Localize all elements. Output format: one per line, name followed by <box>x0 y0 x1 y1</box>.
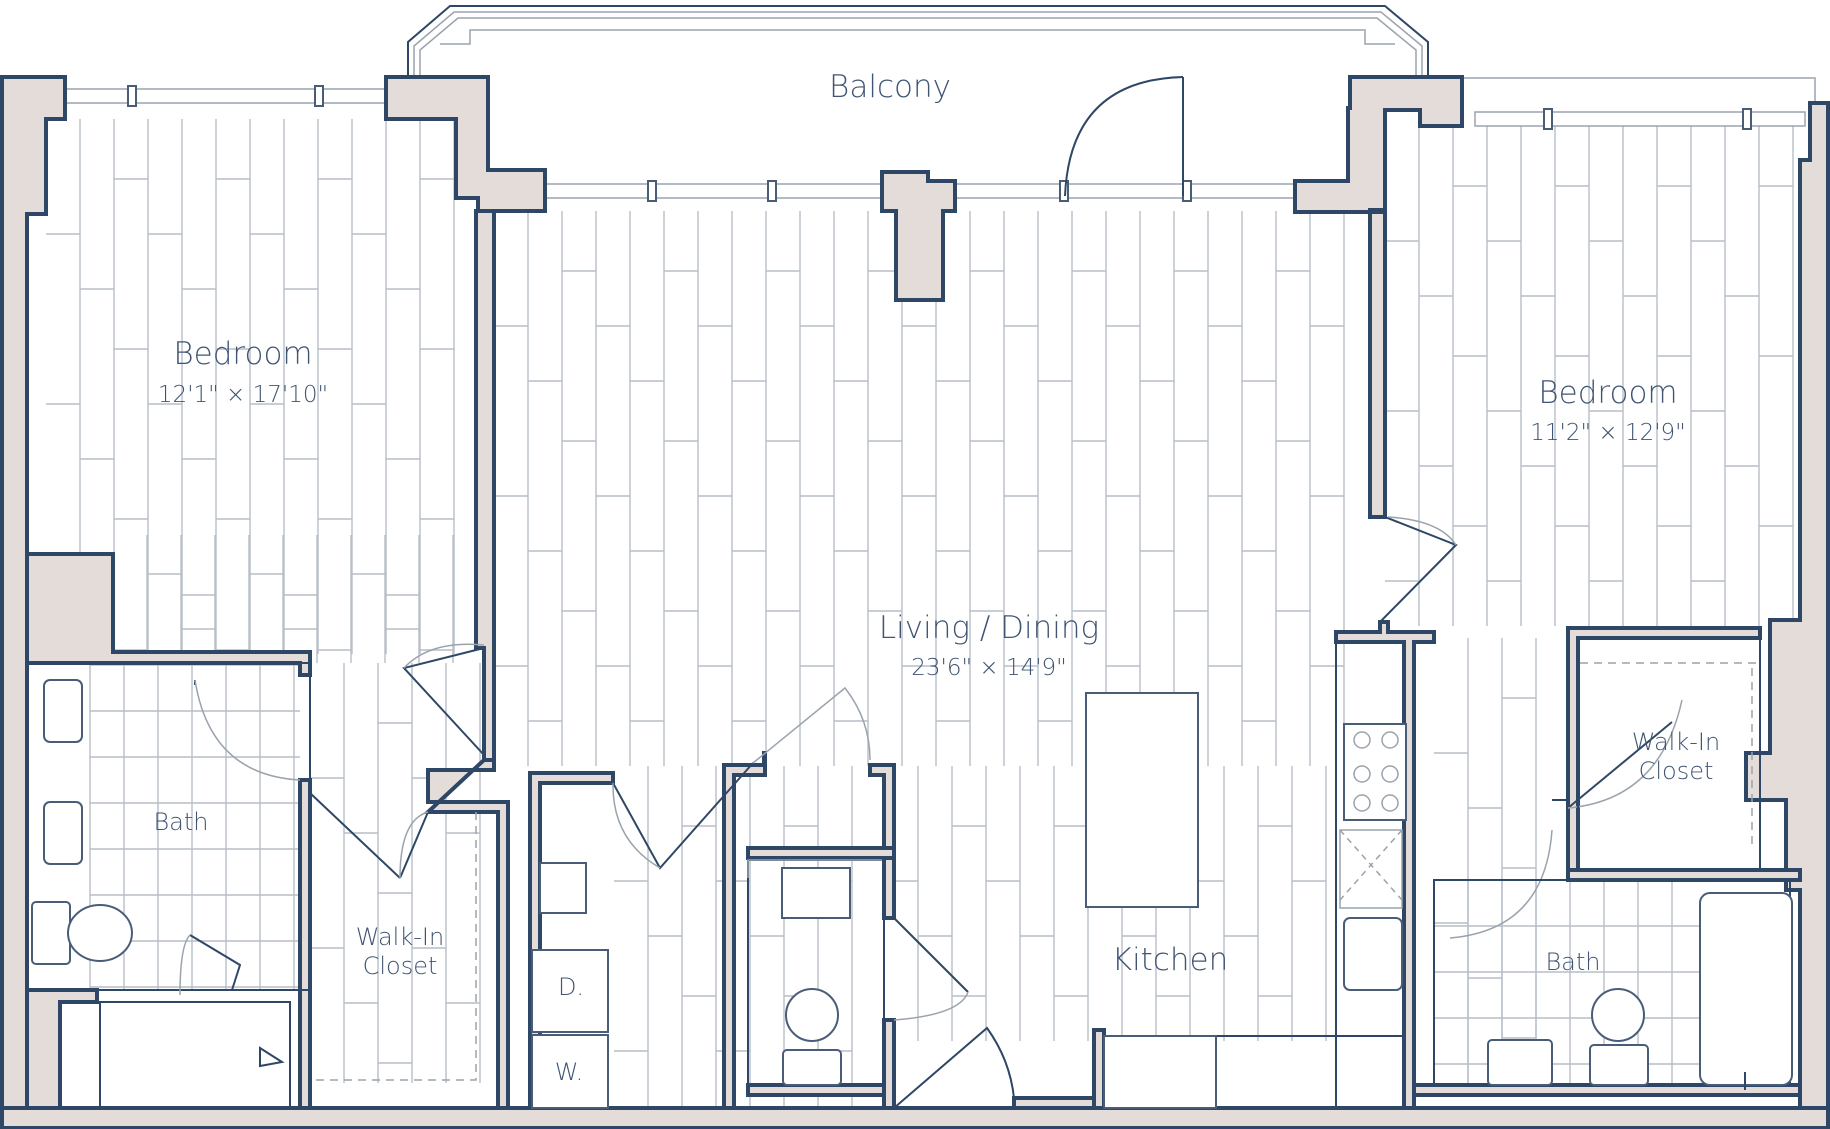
right-bath-fixtures <box>1433 879 1793 1090</box>
bedroom-right-label: Bedroom <box>1538 375 1677 411</box>
living-label: Living / Dining <box>879 610 1099 646</box>
dryer-label: D. <box>558 973 584 1001</box>
bath-right-label: Bath <box>1545 948 1600 976</box>
closet-right-label-1: Walk-In <box>1632 728 1720 756</box>
left-bath-fixtures <box>26 662 311 1109</box>
balcony-label: Balcony <box>829 69 951 105</box>
kitchen-label: Kitchen <box>1112 942 1229 978</box>
walls <box>0 75 1830 1129</box>
washer-label: W. <box>555 1058 584 1086</box>
closet-left-label-1: Walk-In <box>356 923 444 951</box>
doors <box>194 76 1683 1109</box>
living-dims: 23'6" × 14'9" <box>911 655 1067 681</box>
bedroom-left-dims: 12'1" × 17'10" <box>158 382 328 408</box>
closet-right-label-2: Closet <box>1639 757 1714 785</box>
bath-left-label: Bath <box>153 808 208 836</box>
kitchen-fixtures <box>1085 641 1407 1109</box>
right-closet-fixtures <box>1577 637 1761 871</box>
bedroom-left-label: Bedroom <box>173 336 312 372</box>
closet-left-label-2: Closet <box>363 952 438 980</box>
bedroom-right-dims: 11'2" × 12'9" <box>1530 420 1686 446</box>
balcony-outline <box>407 5 1816 105</box>
powder-bath-fixtures <box>747 859 885 1086</box>
left-closet-rods <box>316 812 477 1081</box>
laundry-fixtures <box>531 862 609 1109</box>
room-labels: Balcony Bedroom 12'1" × 17'10" Bedroom 1… <box>153 69 1720 1086</box>
